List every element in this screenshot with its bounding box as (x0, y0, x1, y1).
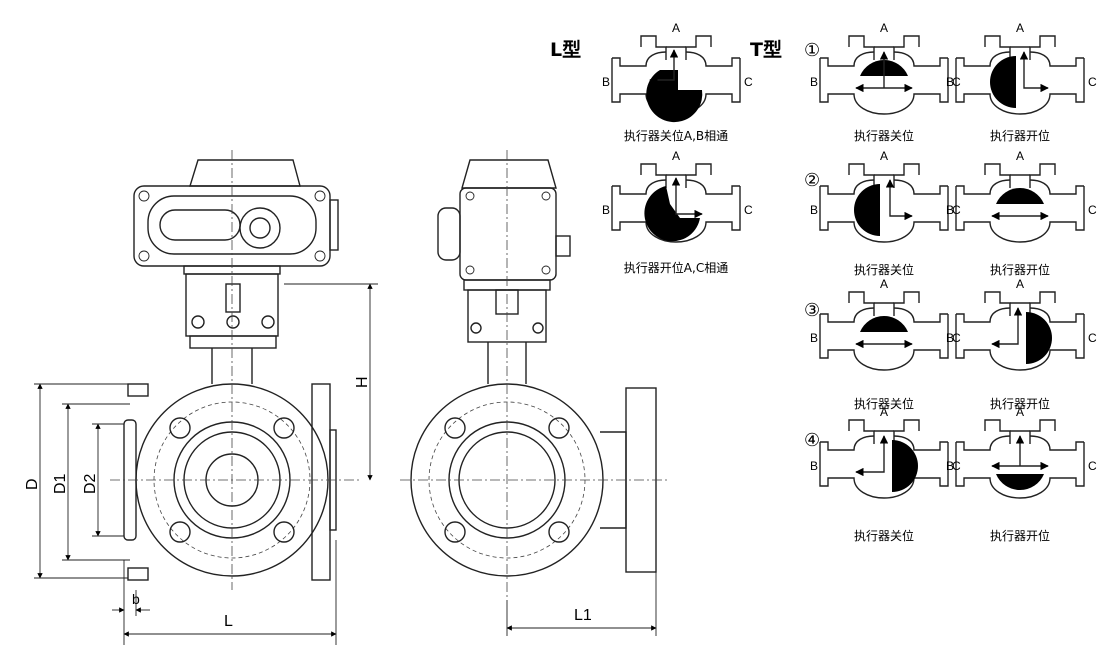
port-b: B (810, 331, 818, 345)
t-type-schematic-3-closed (819, 291, 949, 371)
port-c: C (744, 75, 753, 89)
port-b: B (810, 75, 818, 89)
port-a: A (1016, 277, 1024, 291)
row-number-1: ① (804, 40, 820, 61)
port-c: C (1088, 75, 1097, 89)
l-type-heading: L型 (550, 38, 581, 61)
port-a: A (880, 405, 888, 419)
port-a: A (880, 149, 888, 163)
dim-l1: L1 (574, 607, 592, 624)
port-a: A (880, 277, 888, 291)
port-a: A (1016, 149, 1024, 163)
row-number-4: ④ (804, 430, 820, 451)
l-type-caption-2: 执行器开位A,C相通 (624, 260, 728, 275)
port-c: C (952, 459, 961, 473)
t-caption-1-open: 执行器开位 (990, 128, 1050, 143)
front-view (34, 150, 378, 645)
l-type-schematic-1 (611, 35, 741, 123)
port-c: C (744, 203, 753, 217)
port-c: C (952, 331, 961, 345)
port-a: A (1016, 21, 1024, 35)
t-caption-3-open: 执行器开位 (990, 396, 1050, 411)
port-b: B (946, 75, 954, 89)
port-c: C (952, 203, 961, 217)
t-caption-4-closed: 执行器关位 (854, 528, 914, 543)
dim-d1: D1 (52, 473, 69, 494)
t-type-heading: T型 (750, 38, 782, 61)
port-b: B (602, 75, 610, 89)
t-type-schematic-1-closed (819, 35, 949, 115)
l-type-caption-1: 执行器关位A,B相通 (624, 128, 728, 143)
row-number-3: ③ (804, 300, 820, 321)
port-b: B (946, 459, 954, 473)
t-caption-1-closed: 执行器关位 (854, 128, 914, 143)
port-labels: A B C A B C A B C A B C A B C A B C A B … (602, 21, 1097, 473)
port-b: B (946, 331, 954, 345)
side-view (400, 150, 670, 636)
port-c: C (952, 75, 961, 89)
t-caption-4-open: 执行器开位 (990, 528, 1050, 543)
port-b: B (810, 459, 818, 473)
t-caption-2-closed: 执行器关位 (854, 262, 914, 277)
t-type-schematic-4-closed (819, 419, 949, 499)
port-c: C (1088, 331, 1097, 345)
dim-d: D (24, 478, 41, 490)
port-b: B (946, 203, 954, 217)
port-c: C (1088, 459, 1097, 473)
l-type-schematic-2 (611, 163, 741, 243)
t-type-schematic-3-open (955, 291, 1085, 371)
port-c: C (1088, 203, 1097, 217)
dim-d2: D2 (82, 473, 99, 494)
t-type-schematic-1-open (955, 35, 1085, 115)
port-a: A (672, 21, 680, 35)
dim-l: L (224, 613, 233, 630)
port-a: A (1016, 405, 1024, 419)
t-caption-3-closed: 执行器关位 (854, 396, 914, 411)
t-type-schematic-4-open (955, 419, 1085, 499)
row-number-2: ② (804, 170, 820, 191)
port-a: A (672, 149, 680, 163)
port-b: B (602, 203, 610, 217)
port-a: A (880, 21, 888, 35)
dim-h: H (354, 376, 371, 388)
port-b: B (810, 203, 818, 217)
t-type-schematic-2-open (955, 163, 1085, 243)
dim-b: b (132, 591, 140, 607)
t-caption-2-open: 执行器开位 (990, 262, 1050, 277)
t-type-schematic-2-closed (819, 163, 949, 243)
